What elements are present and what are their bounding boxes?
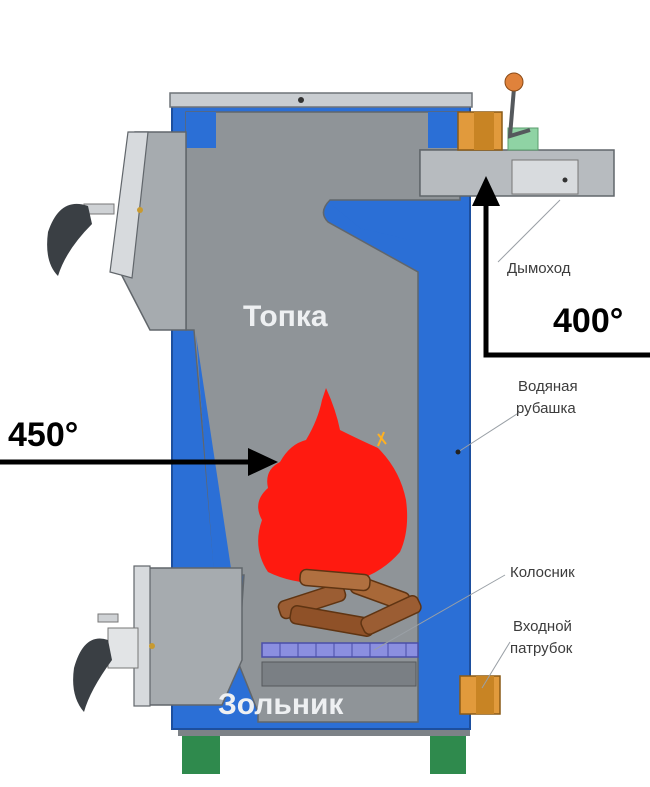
lid-bolt — [298, 97, 304, 103]
loading-door-frame — [109, 131, 149, 279]
label-chimney: Дымоход — [507, 260, 571, 277]
label-ashpit: Зольник — [218, 688, 344, 721]
ash-door-latch — [107, 627, 139, 669]
boiler-base-plate — [178, 728, 470, 736]
grate — [261, 642, 419, 658]
label-water-jacket-line1: Водяная — [518, 378, 578, 395]
temperature-firebox: 450° — [8, 416, 79, 454]
damper-knob-icon — [504, 72, 524, 92]
leader-grate — [373, 574, 506, 651]
leader-inlet — [481, 641, 511, 689]
grate-bars — [279, 643, 407, 657]
damper-lever — [507, 87, 531, 139]
ash-door-screw — [149, 643, 155, 649]
label-inlet-line1: Входной — [513, 618, 572, 635]
ash-door-handle-icon — [73, 638, 112, 712]
ash-door-handle-rod — [97, 613, 119, 623]
boiler-top-lid — [169, 92, 473, 108]
temperature-chimney: 400° — [553, 302, 624, 340]
label-water-jacket-line2: рубашка — [516, 400, 576, 417]
boiler-leg-right — [430, 732, 466, 774]
flame-icon — [258, 388, 408, 584]
ash-tray — [261, 661, 417, 687]
door-screw — [137, 207, 143, 213]
marker-water-jacket — [455, 449, 461, 455]
label-grate: Колосник — [510, 564, 575, 581]
inner-water-baffle — [332, 205, 410, 240]
firewood-icon — [277, 568, 422, 637]
ash-door — [141, 567, 243, 706]
label-firebox: Топка — [243, 300, 328, 333]
flame-spark — [377, 431, 387, 447]
top-water-pocket-left — [186, 112, 216, 148]
label-inlet-line2: патрубок — [510, 640, 573, 657]
inner-water-wedge — [196, 335, 232, 575]
inlet-pipe-ring — [476, 676, 494, 714]
boiler-leg-left — [182, 732, 220, 774]
arrowhead-firebox — [248, 448, 278, 476]
door-handle-icon — [47, 203, 92, 276]
arrowhead-chimney — [472, 176, 500, 206]
leader-water-jacket — [457, 411, 521, 453]
leader-chimney — [497, 199, 561, 263]
damper-screw — [562, 177, 568, 183]
arrow-chimney — [483, 196, 650, 358]
chimney-collar-ring — [474, 112, 494, 150]
top-water-pocket-right — [428, 112, 458, 148]
chimney-damper-box — [511, 159, 579, 195]
